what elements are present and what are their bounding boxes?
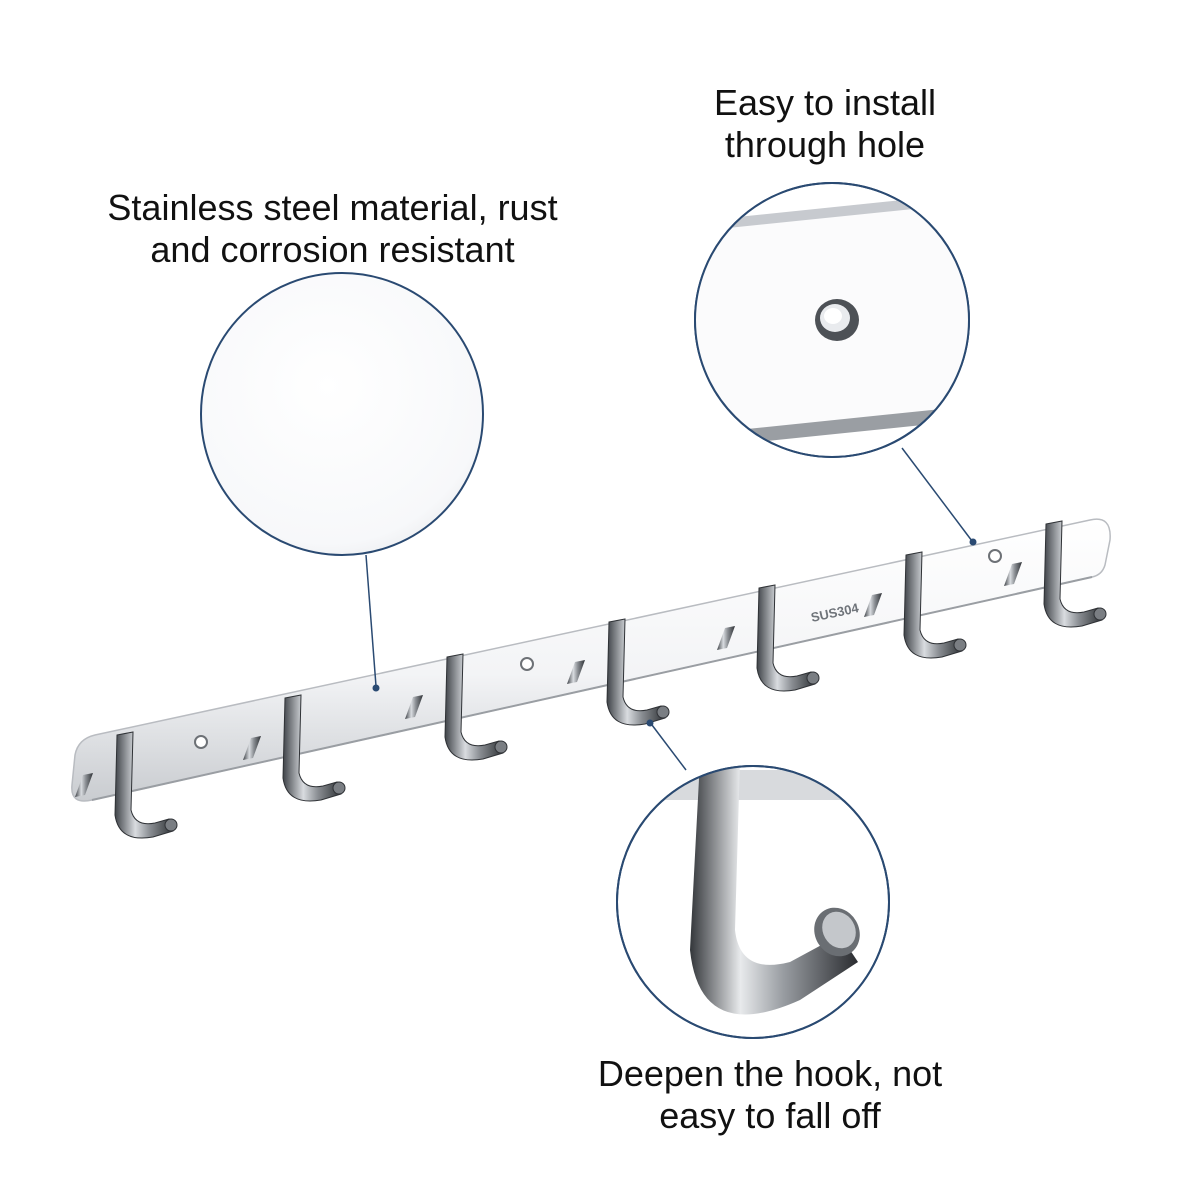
coat-hook (405, 653, 508, 761)
coat-hook (75, 731, 178, 839)
material-caption-line2: and corrosion resistant (150, 229, 515, 270)
install-caption-line1: Easy to install (713, 82, 937, 123)
hook-caption: Deepen the hook, not easy to fall off (555, 1053, 985, 1137)
coat-hook (243, 694, 346, 802)
material-leader-dot (372, 684, 380, 692)
hook-callout (616, 719, 890, 1039)
material-caption: Stainless steel material, rust and corro… (60, 187, 605, 271)
mounting-holes (194, 549, 1002, 749)
coat-hook (567, 618, 670, 726)
coat-hook (1004, 520, 1107, 628)
hook-caption-line2: easy to fall off (659, 1095, 881, 1136)
hook-rail (71, 518, 1111, 802)
coat-hook (864, 551, 967, 659)
install-callout (694, 182, 977, 546)
material-leader-line (365, 554, 377, 687)
coat-hook (717, 584, 820, 692)
install-leader-dot (969, 538, 977, 546)
material-zoom-circle (200, 272, 484, 556)
hooks-group (75, 520, 1107, 839)
material-caption-line1: Stainless steel material, rust (107, 187, 558, 228)
mounting-hole (520, 657, 534, 671)
hook-caption-line1: Deepen the hook, not (597, 1053, 943, 1094)
hook-leader-line (651, 724, 687, 771)
install-caption: Easy to install through hole (640, 82, 1010, 166)
install-caption-line2: through hole (724, 124, 926, 165)
mounting-hole (194, 735, 208, 749)
install-leader-line (901, 447, 973, 542)
mounting-hole (988, 549, 1002, 563)
material-callout (200, 272, 484, 692)
hook-zoom-shape (690, 766, 858, 1015)
hook-leader-dot (646, 719, 654, 727)
